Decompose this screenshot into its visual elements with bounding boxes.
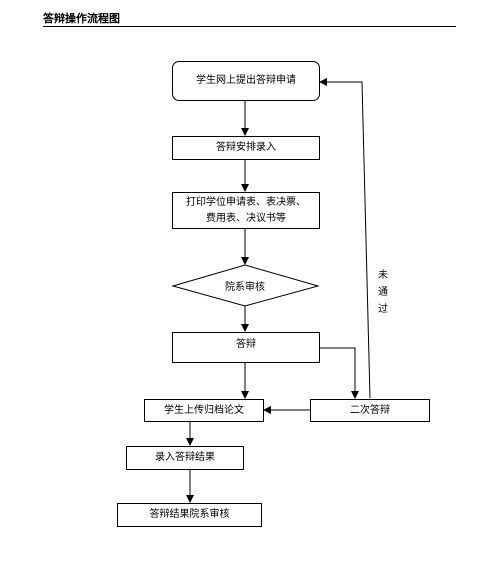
node-submit-application: 学生网上提出答辩申请 — [172, 61, 320, 101]
node-arrange-entry: 答辩安排录入 — [172, 136, 320, 160]
node-result-review: 答辩结果院系审核 — [117, 503, 262, 527]
fail-label-char-3: 过 — [378, 304, 388, 315]
node-print-forms: 打印学位申请表、表决票、 费用表、决议书等 — [172, 192, 320, 229]
node-upload-thesis: 学生上传归档论文 — [144, 399, 264, 422]
title-underline — [43, 26, 456, 27]
node-submit-application-label: 学生网上提出答辩申请 — [196, 75, 296, 86]
review-decision-diamond — [171, 264, 320, 307]
node-department-review-label: 院系审核 — [225, 282, 265, 293]
node-record-result-label: 录入答辩结果 — [155, 452, 215, 463]
node-record-result: 录入答辩结果 — [126, 446, 244, 470]
fail-label-char-2: 通 — [378, 287, 388, 298]
node-print-forms-line1: 打印学位申请表、表决票、 — [186, 196, 306, 208]
arrow-fail-back-to-submit — [319, 78, 371, 399]
node-print-forms-line2: 费用表、决议书等 — [206, 212, 286, 224]
fail-label-char-1: 未 — [378, 270, 388, 281]
node-second-defense: 二次答辩 — [310, 399, 430, 422]
node-second-defense-label: 二次答辩 — [350, 404, 390, 416]
page-title: 答辩操作流程图 — [43, 12, 120, 25]
node-arrange-entry-label: 答辩安排录入 — [216, 142, 276, 153]
node-upload-thesis-label: 学生上传归档论文 — [164, 404, 244, 416]
node-result-review-label: 答辩结果院系审核 — [149, 509, 230, 520]
node-defense-label: 答辩 — [236, 339, 256, 350]
arrow-defense-to-second — [320, 347, 359, 399]
fail-path-label: 未 通 过 — [376, 267, 390, 318]
node-defense: 答辩 — [172, 332, 320, 363]
